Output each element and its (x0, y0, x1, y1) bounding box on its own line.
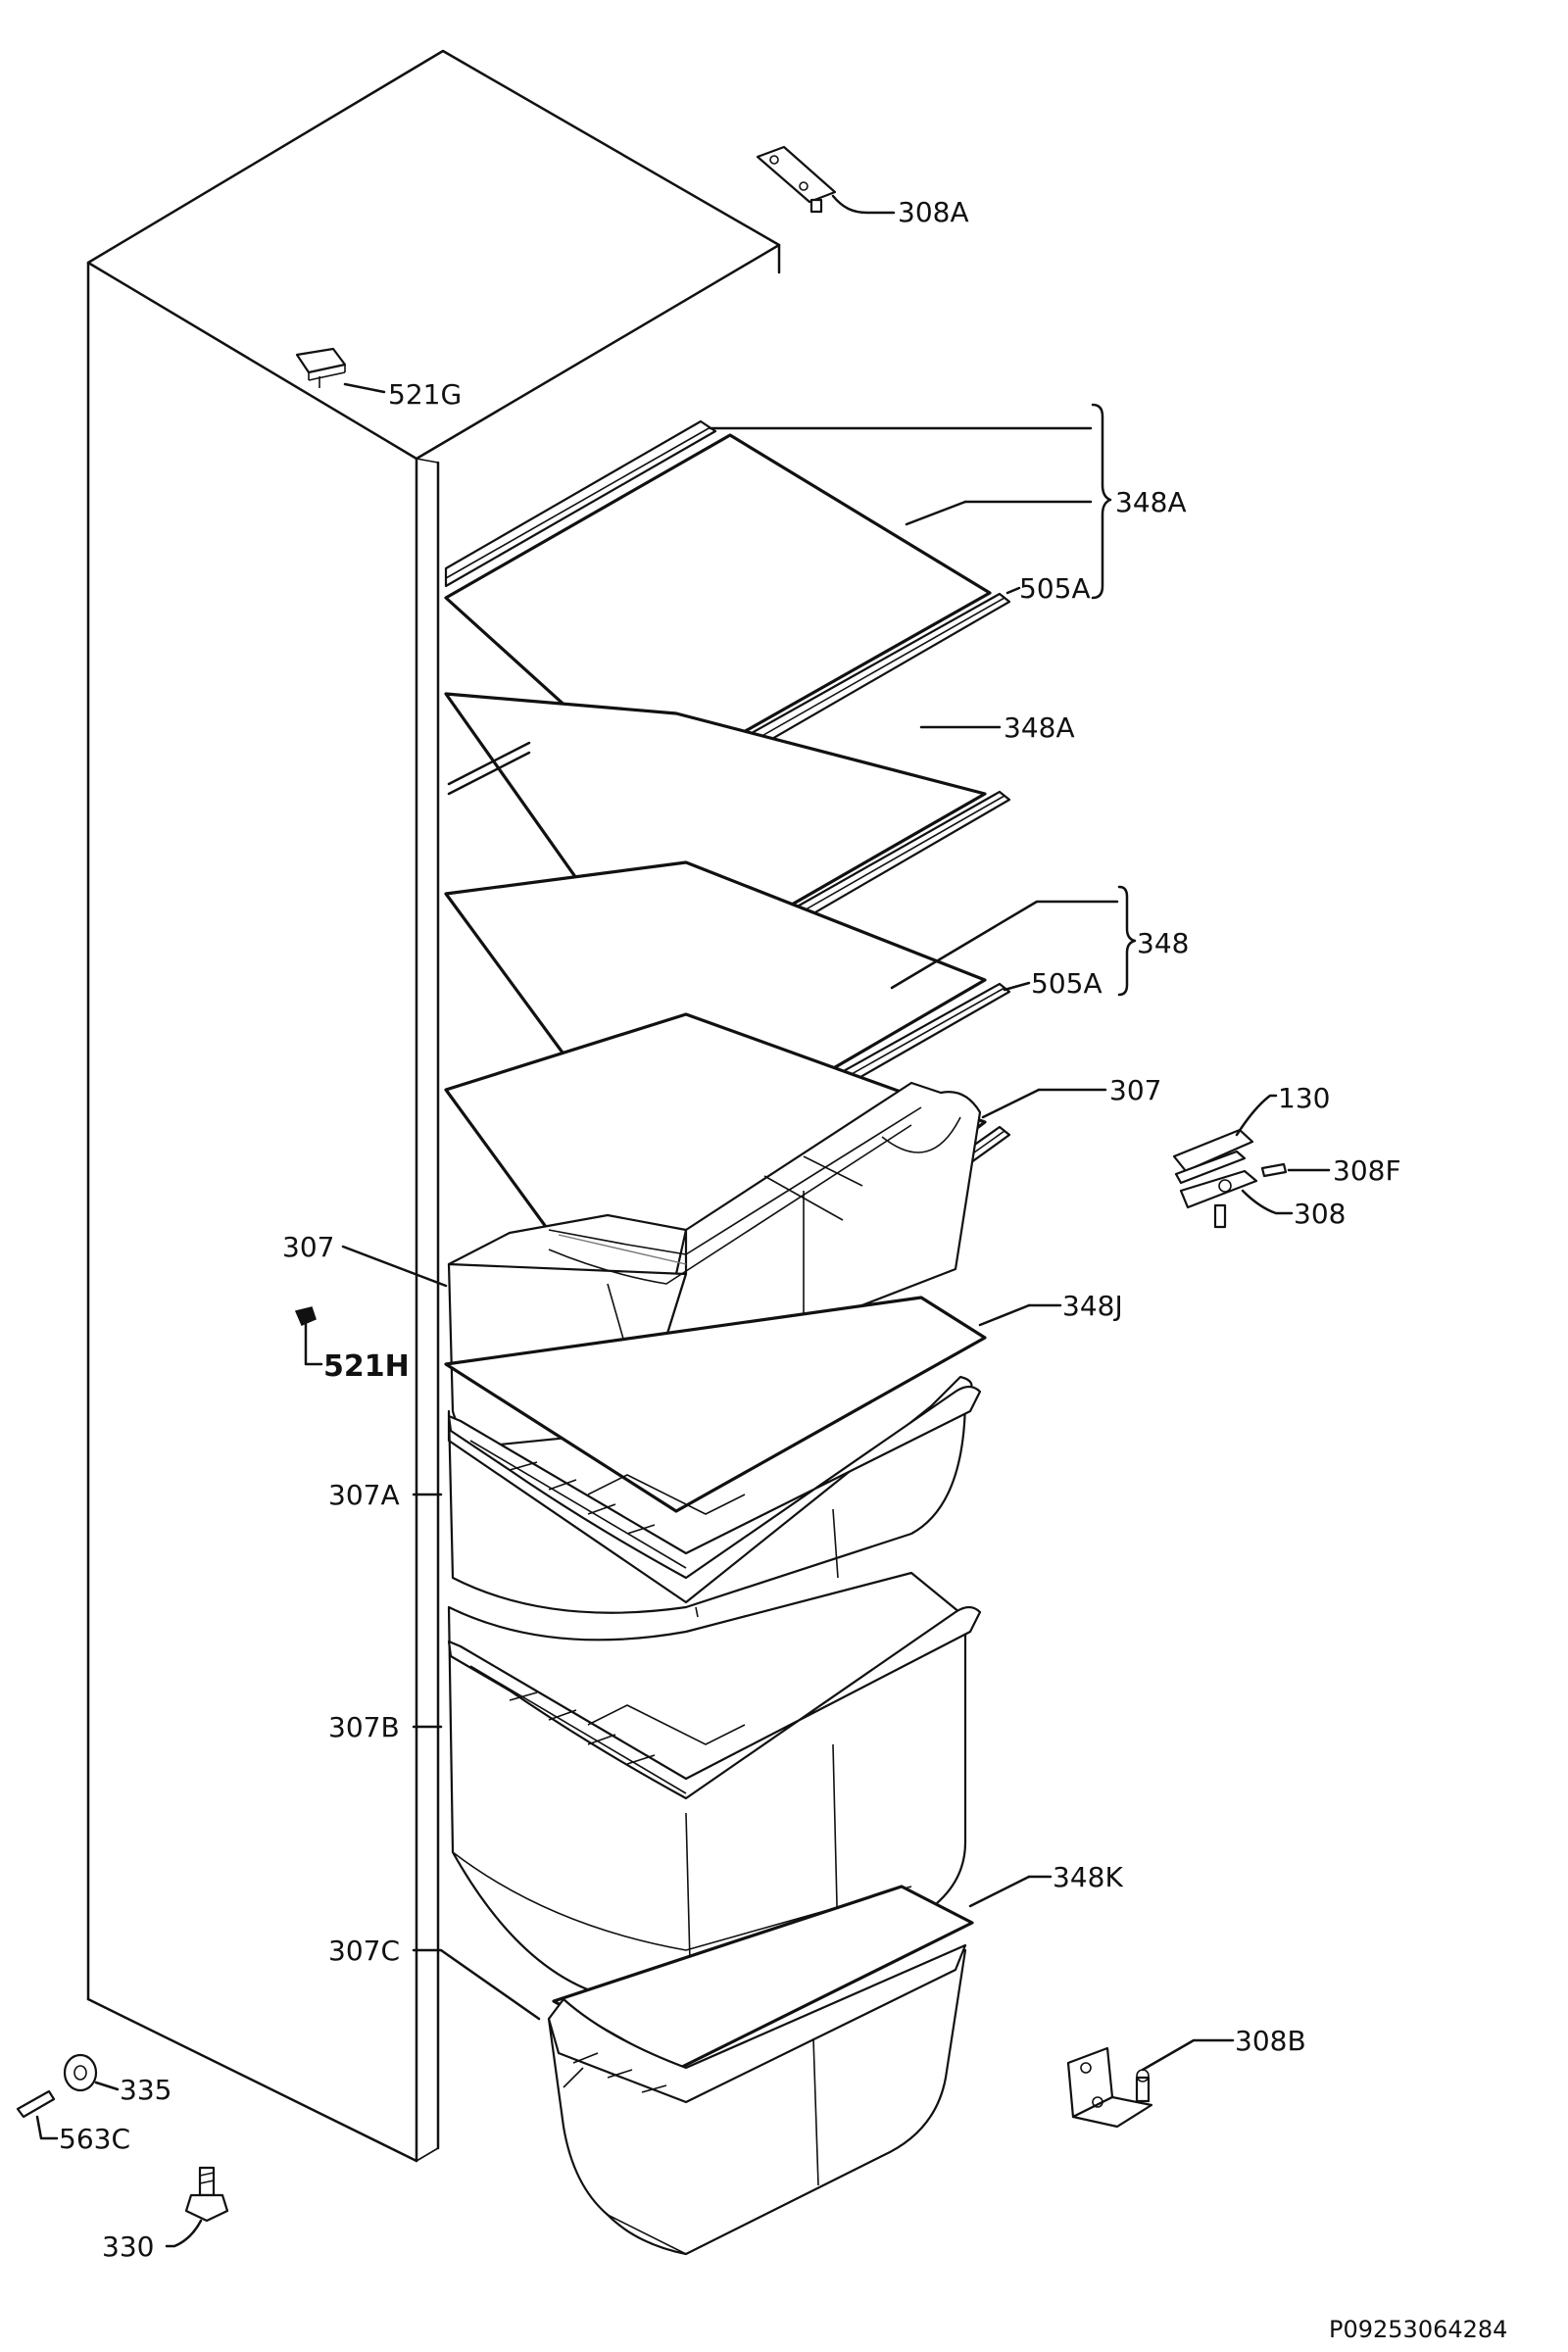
switch-521g (295, 347, 386, 394)
adjustable-foot-330 (184, 2166, 229, 2223)
label-130: 130 (1278, 1082, 1330, 1114)
label-521g: 521G (388, 378, 462, 411)
label-307-l: 307 (282, 1231, 334, 1263)
leader-335 (94, 2081, 120, 2091)
leader-348k-a (968, 1875, 1031, 1908)
document-code: P09253064284 (1329, 2316, 1507, 2343)
label-307-r: 307 (1109, 1074, 1161, 1106)
label-348j: 348J (1062, 1290, 1123, 1322)
brace-348a (1091, 403, 1112, 600)
leader-348-a (890, 900, 1119, 990)
leader-348j-a (978, 1303, 1031, 1327)
leader-307c (412, 1948, 541, 2021)
label-330: 330 (102, 2230, 154, 2263)
leader-563c (35, 2115, 59, 2140)
bottom-drawer-307c (547, 1943, 967, 2256)
label-348k: 348K (1053, 1861, 1123, 1893)
screw-521h (294, 1306, 317, 1340)
leader-521h (304, 1337, 323, 1366)
label-505a-1: 505A (1019, 572, 1091, 605)
label-308b: 308B (1235, 2025, 1306, 2057)
leader-505a-2 (1003, 981, 1031, 992)
label-307c: 307C (328, 1935, 400, 1967)
leader-330 (165, 2219, 203, 2248)
foot-spacer-335 (63, 2053, 98, 2092)
glass-plate-348j (444, 1296, 987, 1513)
label-308a: 308A (898, 196, 969, 228)
leader-505a-1 (1005, 586, 1021, 595)
pin-563c (16, 2089, 56, 2119)
label-505a-2: 505A (1031, 967, 1102, 1000)
cabinet-body (86, 49, 781, 2163)
label-348a-1: 348A (1115, 486, 1187, 518)
leader-307-l (341, 1245, 448, 1288)
leader-307-r-a (981, 1088, 1041, 1119)
top-hinge-308a (756, 145, 896, 215)
freezer-drawer-307a (447, 1375, 982, 1618)
label-521h: 521H (323, 1349, 410, 1384)
label-307b: 307B (328, 1711, 400, 1743)
label-308: 308 (1294, 1198, 1346, 1230)
label-335: 335 (120, 2074, 172, 2106)
leader-130 (1235, 1094, 1278, 1137)
leader-348a-1b (905, 500, 967, 526)
leader-308 (1241, 1189, 1294, 1215)
label-348a-2: 348A (1004, 711, 1075, 744)
label-348: 348 (1137, 927, 1189, 959)
leader-308b (1141, 2038, 1235, 2072)
door-hinge-assembly (1172, 1128, 1288, 1229)
label-308f: 308F (1333, 1154, 1401, 1187)
label-307a: 307A (328, 1479, 400, 1511)
brace-348 (1117, 885, 1137, 997)
bottom-hinge-308b (1066, 2046, 1153, 2129)
label-563c: 563C (59, 2123, 130, 2155)
